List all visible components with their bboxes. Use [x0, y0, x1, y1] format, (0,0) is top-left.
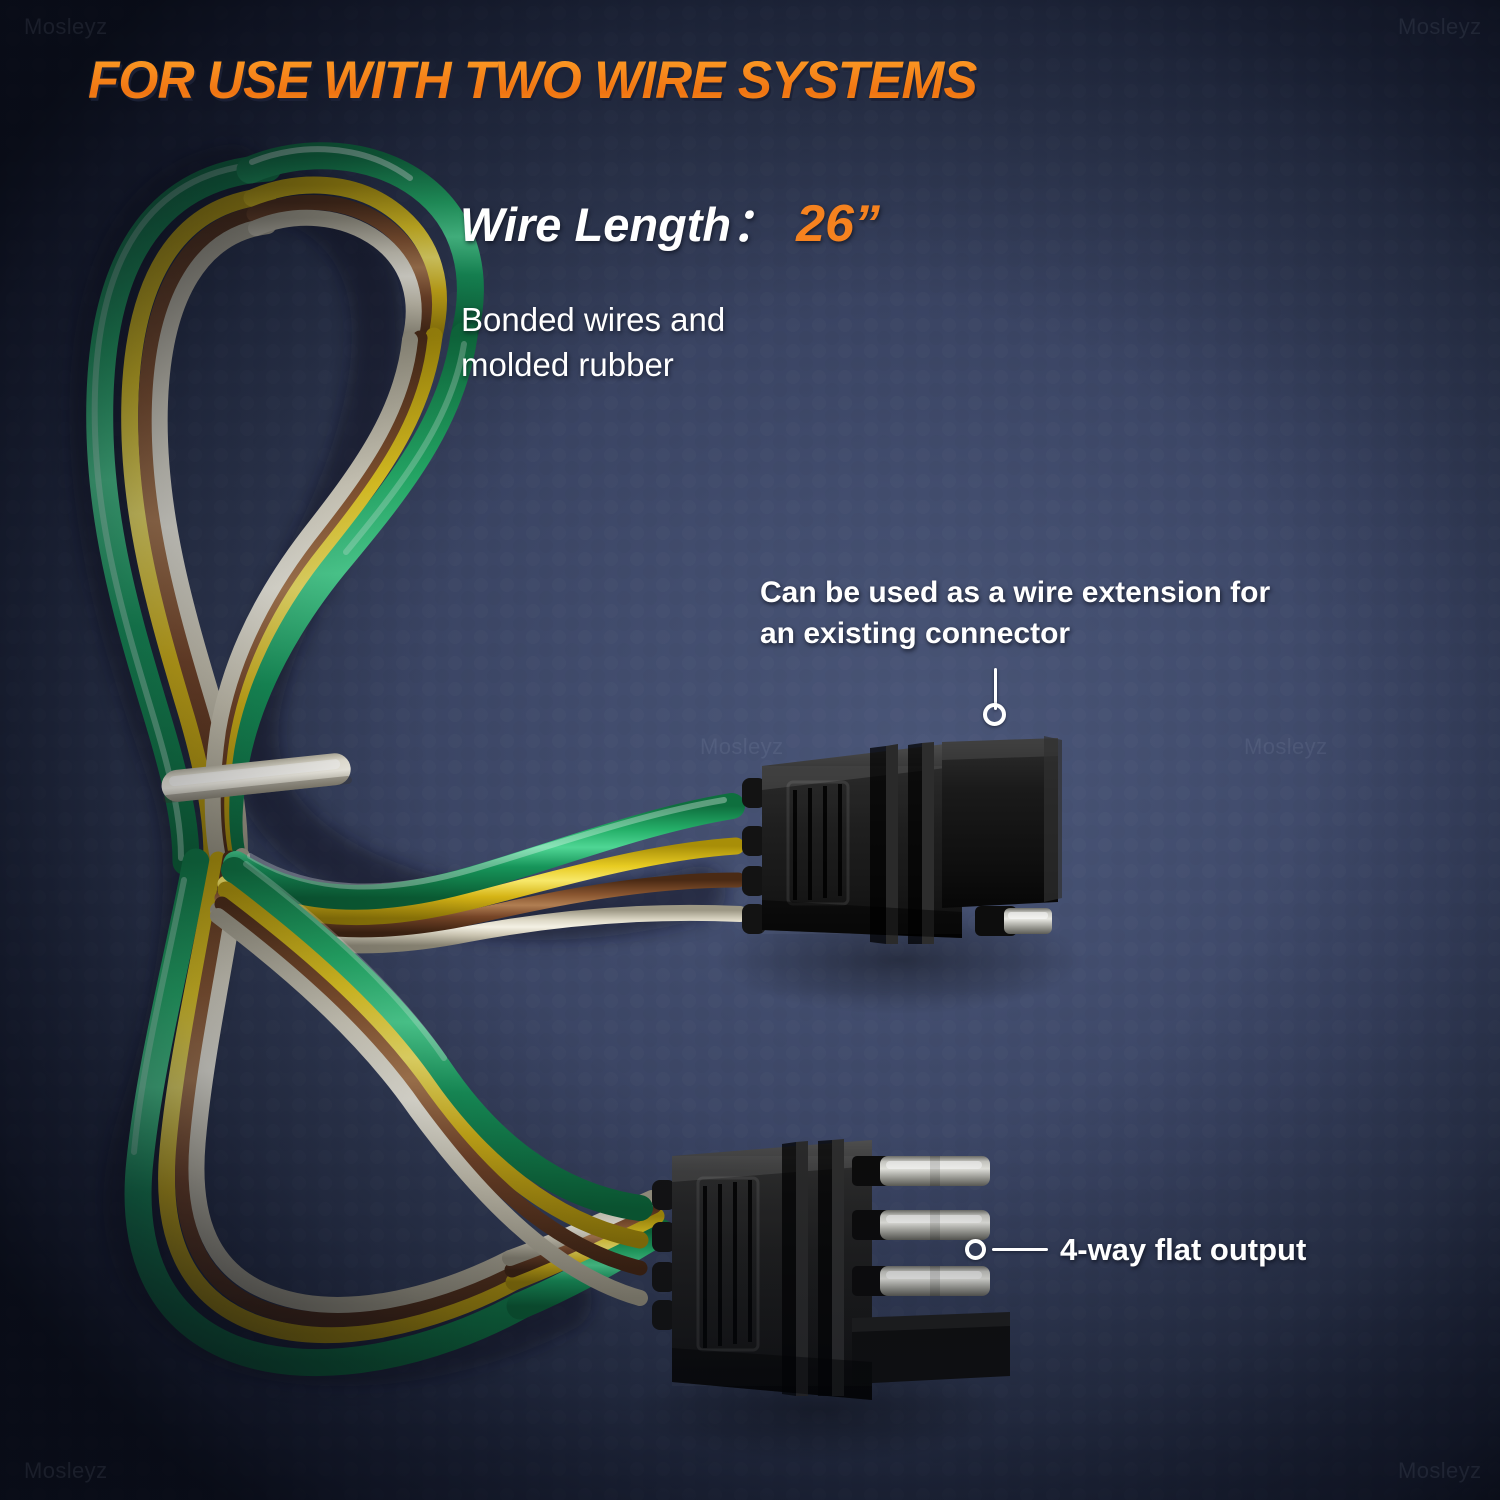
callout-output-marker-icon — [965, 1239, 986, 1260]
wire-length-value: 26” — [796, 195, 880, 253]
callout-extension-marker-icon — [983, 703, 1006, 726]
headline-title: FOR USE WITH TWO WIRE SYSTEMS — [88, 51, 978, 110]
callout-output-text: 4-way flat output — [1060, 1232, 1307, 1267]
wire-length-spec: Wire Length： 26” — [460, 186, 880, 255]
callout-output-leader-line — [992, 1248, 1048, 1251]
bonded-wires-note: Bonded wires and molded rubber — [461, 301, 726, 383]
callout-extension-leader-line — [994, 668, 997, 710]
wire-length-label: Wire Length： — [460, 198, 779, 251]
callout-extension-text: Can be used as a wire extension for an e… — [760, 576, 1271, 651]
